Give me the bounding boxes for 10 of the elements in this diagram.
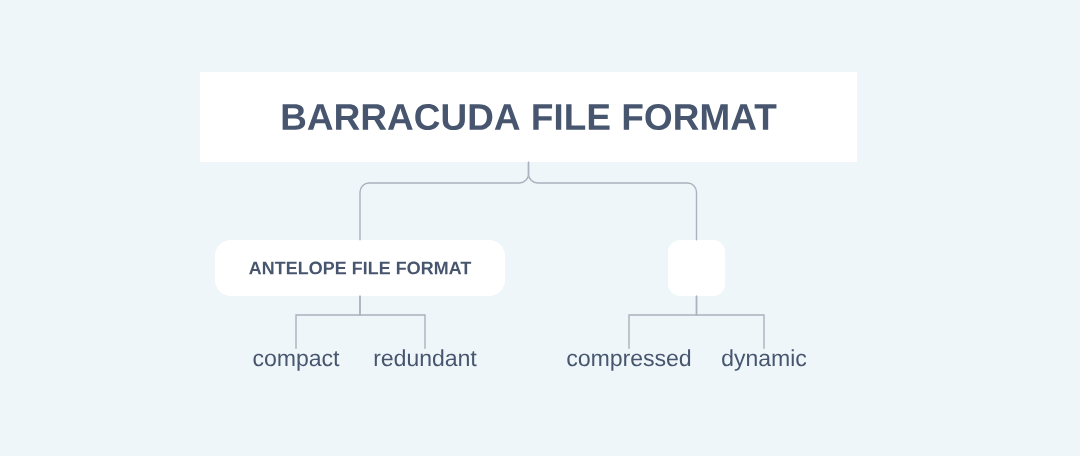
label-box: ANTELOPE FILE FORMAT xyxy=(215,240,505,296)
empty-box xyxy=(668,240,725,296)
text-label: compressed xyxy=(567,349,691,371)
text-label: redundant xyxy=(374,349,477,367)
text-label: dynamic xyxy=(722,349,807,371)
text-label: compact xyxy=(253,351,340,371)
connector-line xyxy=(527,161,698,241)
connector-line xyxy=(359,295,426,349)
connector-line xyxy=(695,295,765,349)
title-box: BARRACUDA FILE FORMAT xyxy=(200,72,857,162)
